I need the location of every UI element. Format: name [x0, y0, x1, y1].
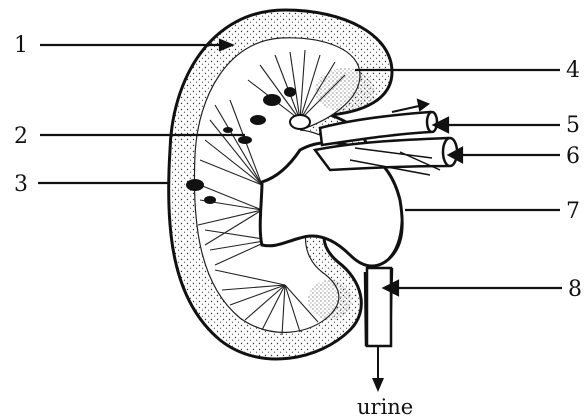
label-6: 6	[566, 144, 580, 169]
label-1: 1	[14, 33, 28, 58]
label-2: 2	[14, 124, 28, 149]
label-4: 4	[566, 58, 580, 83]
label-3: 3	[14, 172, 28, 197]
label-8: 8	[568, 277, 582, 302]
urine-arrow	[372, 346, 384, 392]
label-5: 5	[566, 113, 580, 138]
label-7: 7	[566, 199, 580, 224]
urine-caption: urine	[357, 395, 413, 419]
